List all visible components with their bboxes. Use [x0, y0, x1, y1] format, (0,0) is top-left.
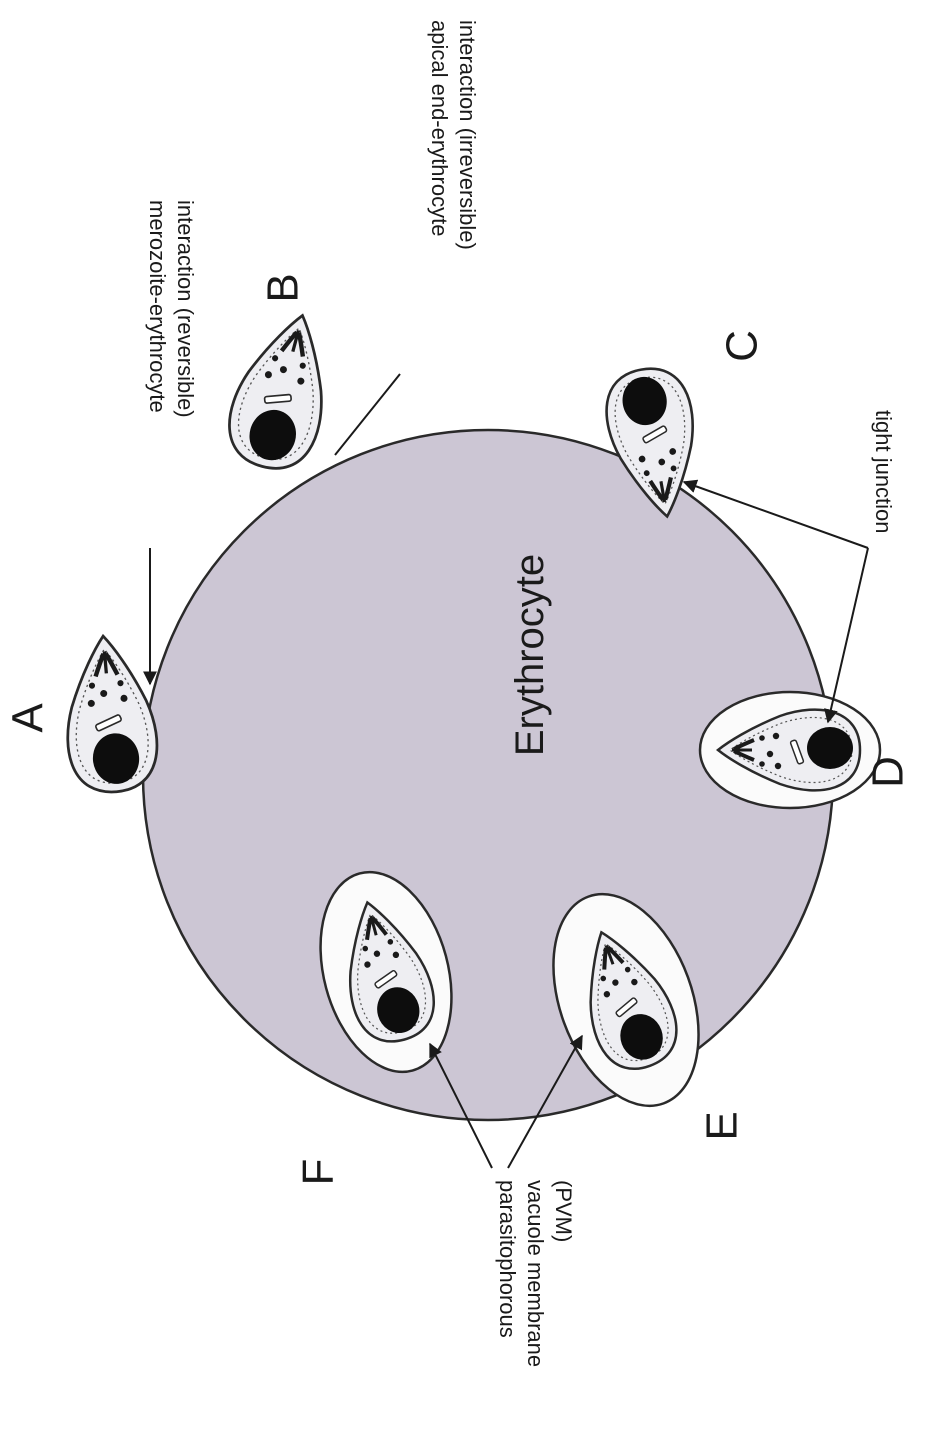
- stage-label-d: D: [864, 756, 913, 788]
- reversible-interaction-label: merozoite-erythrocyte interaction (rever…: [145, 200, 198, 419]
- pvm-line-2: vacuole membrane: [523, 1180, 548, 1367]
- merozoite-b: [219, 304, 345, 478]
- reversible-line-2: interaction (reversible): [173, 200, 198, 418]
- reversible-line-1: merozoite-erythrocyte: [145, 200, 170, 413]
- erythrocyte-label: Erythrocyte: [508, 554, 552, 756]
- irreversible-line-1: apical end-erythrocyte: [427, 20, 452, 236]
- merozoite-a: [59, 632, 161, 795]
- stage-label-a: A: [4, 703, 53, 733]
- stage-label-b: B: [259, 273, 308, 302]
- pvm-line-3: (PVM): [551, 1180, 576, 1242]
- stage-label-f: F: [294, 1159, 343, 1186]
- tight-junction-label: tight junction: [871, 410, 896, 534]
- pvm-label: parasitophorous vacuole membrane (PVM): [495, 1180, 576, 1373]
- tight-junction-arrow-d: [828, 548, 868, 722]
- irreversible-interaction-label: apical end-erythrocyte interaction (irre…: [427, 20, 480, 250]
- stage-label-e: E: [698, 1111, 747, 1140]
- irreversible-line-2: interaction (irreversible): [455, 20, 480, 250]
- pvm-line-1: parasitophorous: [495, 1180, 520, 1338]
- stage-label-c: C: [718, 330, 767, 362]
